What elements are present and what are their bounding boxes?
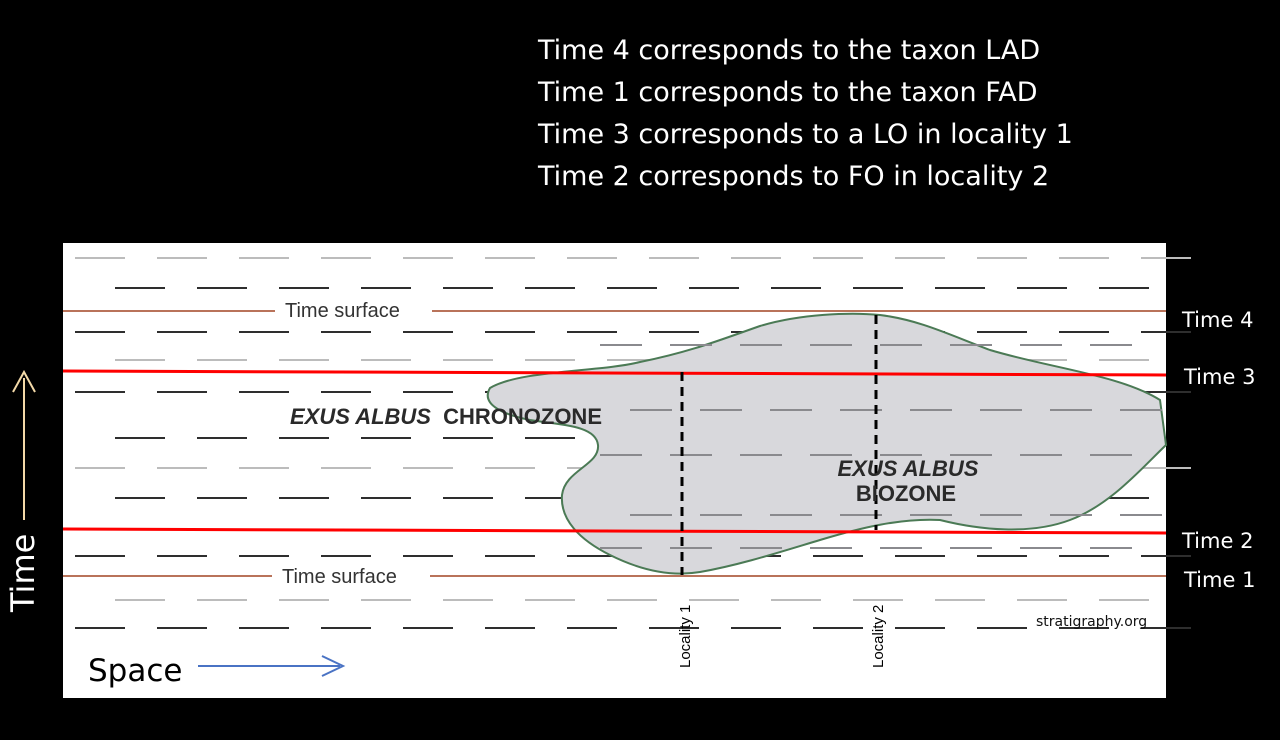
time1-label: Time 1: [1183, 568, 1255, 592]
chronozone-label-rest: CHRONOZONE: [443, 404, 602, 429]
notes-list: Time 4 corresponds to the taxon LAD Time…: [538, 30, 1073, 198]
chronozone-label: EXUS ALBUS CHRONOZONE: [290, 404, 602, 429]
space-arrow-head-icon: [321, 655, 346, 677]
chronozone-label-italic: EXUS ALBUS: [290, 404, 431, 429]
time3-line: [62, 369, 1167, 377]
time-axis-label: Time: [4, 533, 42, 612]
note-time2: Time 2 corresponds to FO in locality 2: [538, 161, 1050, 192]
locality1-label: Locality 1: [677, 605, 694, 668]
time-surface-top-label: Time surface: [285, 300, 400, 322]
biozone-strata: [600, 344, 1162, 549]
note-time4: Time 4 corresponds to the taxon LAD: [538, 35, 1041, 66]
time-arrow-head-icon: [12, 369, 36, 393]
locality2-label: Locality 2: [870, 605, 887, 668]
note-time1: Time 1 corresponds to the taxon FAD: [538, 77, 1038, 108]
time2-label: Time 2: [1181, 529, 1253, 553]
biozone-label-line2: BIOZONE: [856, 481, 956, 506]
source-credit: stratigraphy.org: [1036, 614, 1147, 630]
biozone-shape: [486, 312, 1168, 575]
space-axis-label: Space: [88, 653, 182, 689]
time-surface-bottom-label: Time surface: [282, 566, 397, 588]
biozone-label-line1: EXUS ALBUS: [838, 456, 979, 481]
time3-label: Time 3: [1183, 365, 1255, 389]
time4-label: Time 4: [1181, 308, 1253, 332]
time2-line: [62, 527, 1167, 535]
note-time3: Time 3 corresponds to a LO in locality 1: [538, 119, 1073, 150]
